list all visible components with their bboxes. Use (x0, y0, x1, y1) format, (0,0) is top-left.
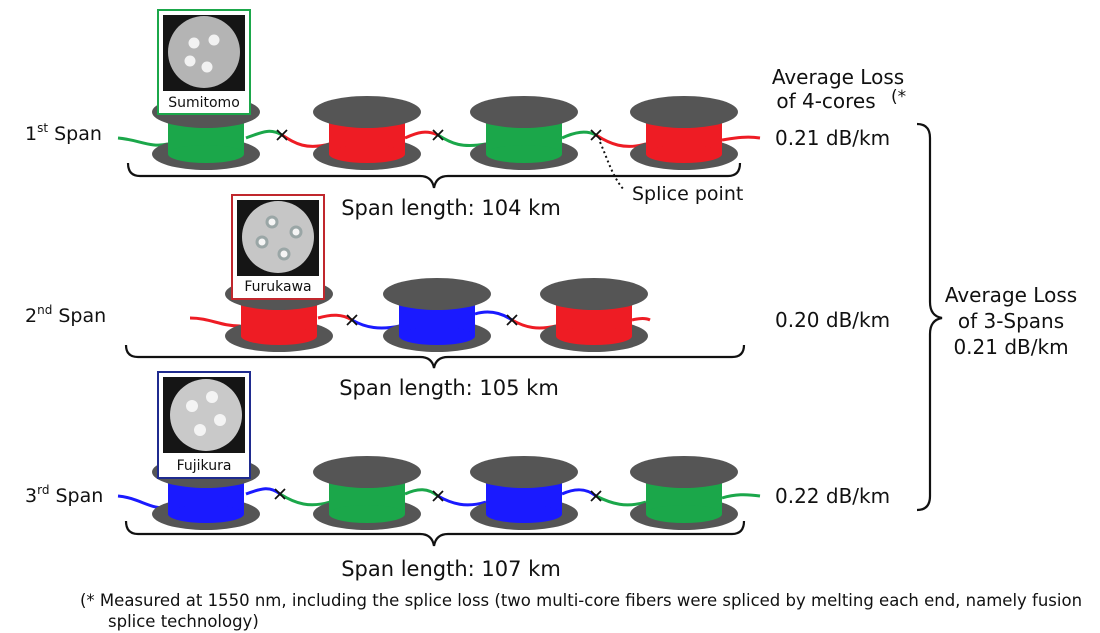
splice-point-label: Splice point (632, 183, 743, 205)
fiber-segment-green (245, 129, 283, 140)
fiber-reel-furukawa (540, 278, 648, 352)
splice-point-leader (599, 141, 625, 191)
fiber-lead-out-red (631, 317, 651, 322)
span-1-brace (126, 162, 742, 189)
summary-brace (916, 122, 943, 512)
fiber-lead-in-red (189, 316, 241, 328)
summary-line-2: of 3-Spans (958, 309, 1064, 333)
fiber-segment-blue (561, 488, 597, 498)
fiber-segment-green (595, 494, 647, 507)
span-3-brace (124, 520, 746, 547)
fiber-reels (152, 96, 738, 530)
asterisk-mark: (* (891, 87, 906, 107)
fiber-reel-furukawa (630, 96, 738, 170)
maker-label-fujikura: Fujikura (177, 458, 232, 474)
average-loss-cores-label-line2: of 4-cores (776, 89, 875, 113)
span-2-loss-value: 0.20 dB/km (775, 308, 890, 332)
fiber-reel-fujikura (470, 456, 578, 530)
maker-label-furukawa: Furukawa (244, 279, 311, 295)
splice-mark (346, 314, 358, 326)
fiber-cables (117, 129, 761, 510)
maker-label-sumitomo: Sumitomo (168, 95, 240, 111)
splice-mark (274, 488, 286, 500)
splice-mark (432, 129, 444, 141)
cross-section-photo-sumitomo: Sumitomo (157, 9, 251, 115)
summary-line-3: 0.21 dB/km (953, 335, 1068, 359)
fiber-segment-red (281, 133, 331, 148)
span-1-loss-value: 0.21 dB/km (775, 126, 890, 150)
span-3-loss-value: 0.22 dB/km (775, 484, 890, 508)
fiber-segment-red (511, 318, 557, 330)
splice-mark (590, 490, 602, 502)
fiber-lead-in-green (117, 136, 169, 147)
span-1-length-label: Span length: 104 km (341, 196, 561, 220)
fiber-segment-red (595, 133, 647, 148)
cross-section-photo-fujikura: Fujikura (157, 371, 251, 479)
fiber-reel-furukawa (313, 96, 421, 170)
span-2-label: 2nd Span (25, 303, 106, 327)
span-2-brace (124, 344, 746, 369)
fiber-segment-green (561, 130, 597, 140)
summary-line-1: Average Loss (945, 283, 1077, 307)
splice-mark (506, 314, 518, 326)
footnote: (* Measured at 1550 nm, including the sp… (80, 591, 1083, 631)
fiber-reel-sumitomo (470, 96, 578, 170)
span-3-label: 3rd Span (25, 483, 103, 507)
splice-mark (590, 129, 602, 141)
span-2-length-label: Span length: 105 km (339, 376, 559, 400)
fiber-reel-sumitomo (313, 456, 421, 530)
fiber-reel-fujikura (383, 278, 491, 352)
splice-mark (432, 490, 444, 502)
average-loss-cores-label-line1: Average Loss (772, 65, 904, 89)
fiber-segment-blue (437, 494, 487, 507)
splice-mark (276, 129, 288, 141)
fiber-segment-green (279, 492, 331, 507)
span-3-length-label: Span length: 107 km (341, 557, 561, 581)
fiber-lead-out-red (721, 135, 761, 142)
fiber-segment-red (404, 130, 439, 140)
splice-marks (274, 129, 602, 502)
fiber-reel-sumitomo (630, 456, 738, 530)
fiber-segment-blue (474, 310, 513, 322)
fiber-segment-blue (351, 318, 401, 330)
fiber-segment-green (437, 133, 487, 148)
span-1-label: 1st Span (25, 121, 102, 145)
fiber-segment-green (404, 488, 439, 498)
fiber-lead-out-green (721, 493, 761, 500)
cross-section-photo-furukawa: Furukawa (231, 194, 325, 300)
